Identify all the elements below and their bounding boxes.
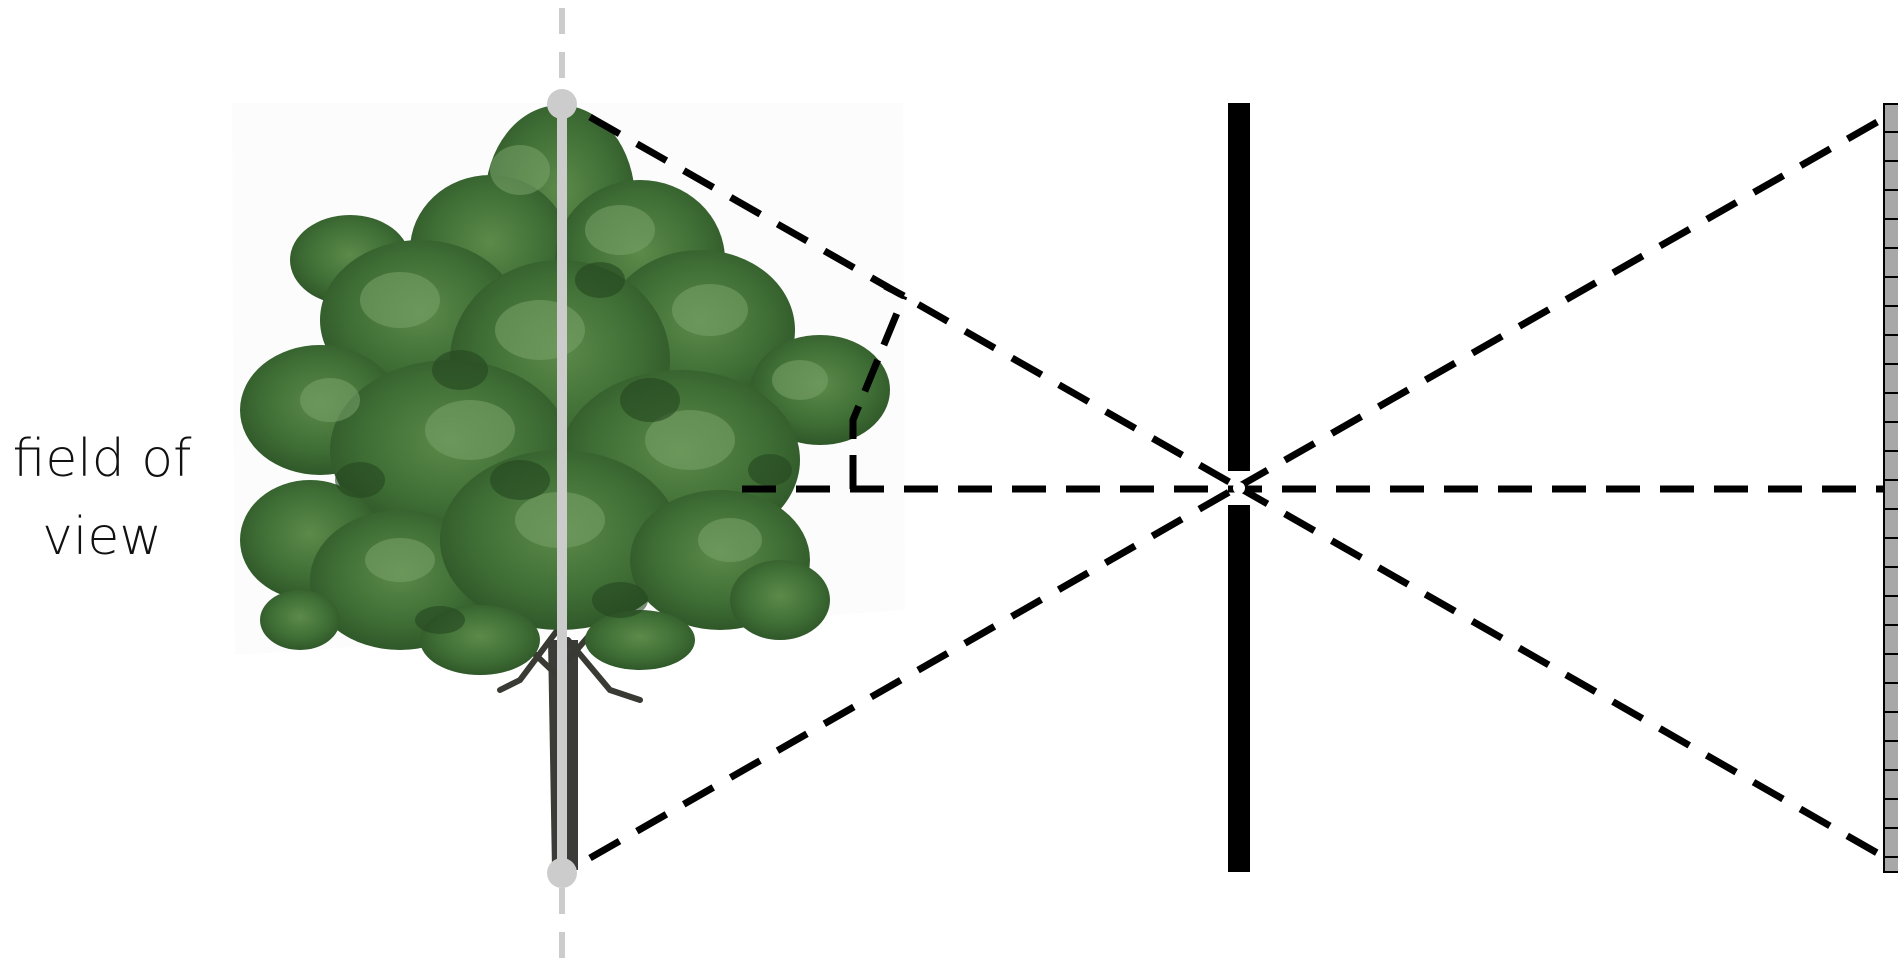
ray-bottom-out	[1238, 487, 1886, 858]
field-of-view-label: field of view	[0, 420, 204, 576]
ray-top-out	[1238, 117, 1886, 487]
object-top-point	[547, 89, 577, 119]
object-bottom-point	[547, 858, 577, 888]
field-of-view-label-line1: field of	[0, 420, 204, 498]
pinhole	[1233, 482, 1245, 494]
field-of-view-label-line2: view	[0, 498, 204, 576]
image-plane	[1884, 104, 1898, 872]
